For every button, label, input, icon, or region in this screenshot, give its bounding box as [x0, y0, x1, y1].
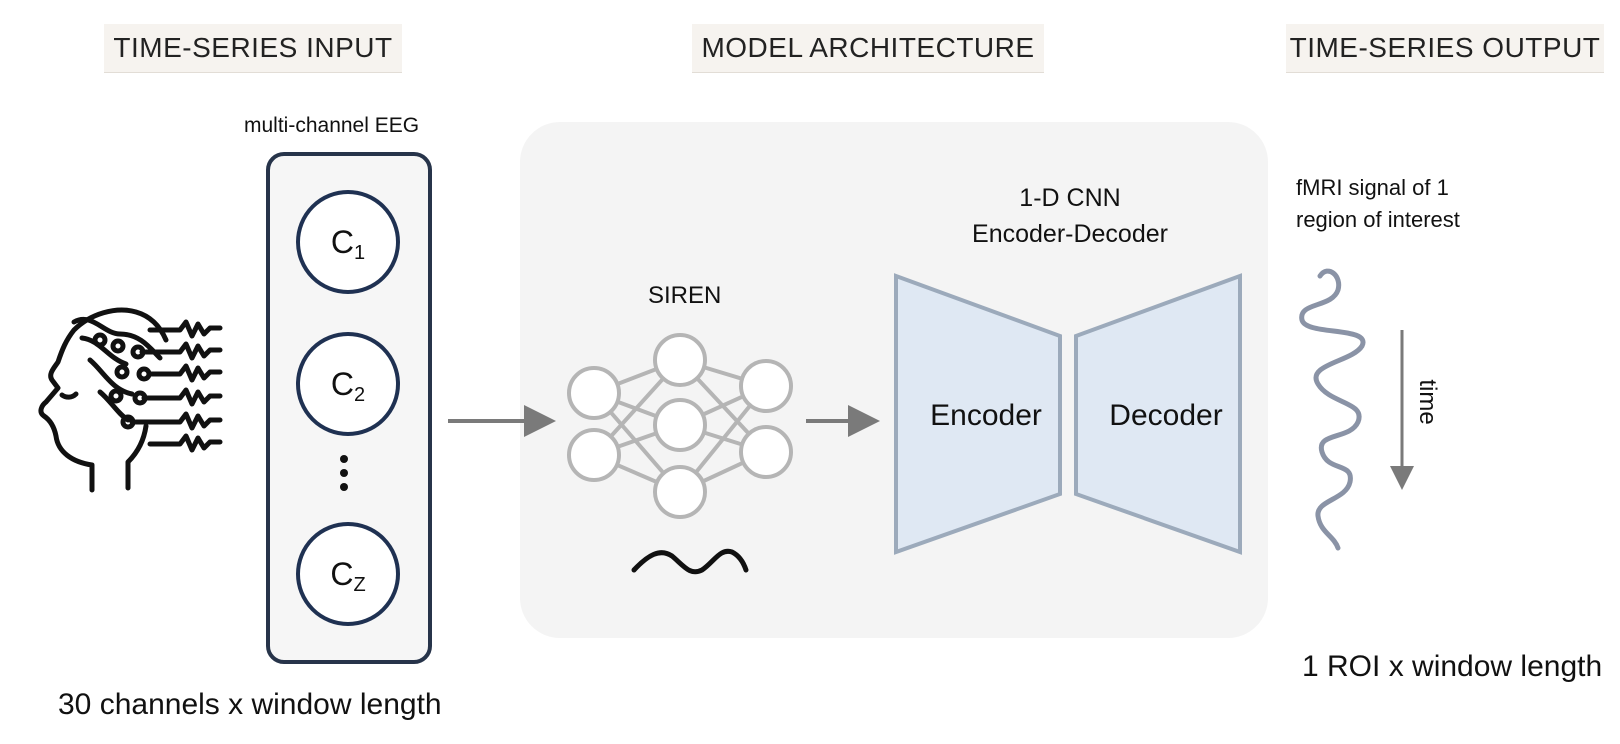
- time-label: time: [1414, 379, 1441, 424]
- fmri-label: fMRI signal of 1 region of interest: [1296, 172, 1460, 236]
- header-model-architecture: MODEL ARCHITECTURE: [692, 24, 1044, 73]
- channel-cz: CZ: [296, 522, 400, 626]
- siren-label: SIREN: [648, 282, 722, 309]
- decoder-block: [1074, 273, 1242, 555]
- header-time-series-input: TIME-SERIES INPUT: [104, 24, 402, 73]
- channel-base: C: [330, 366, 354, 402]
- cnn-label-line2: Encoder-Decoder: [972, 220, 1168, 248]
- channel-sub: Z: [353, 574, 366, 596]
- fmri-label-line1: fMRI signal of 1: [1296, 175, 1449, 200]
- fmri-label-line2: region of interest: [1296, 207, 1460, 232]
- sine-wave-icon: [631, 548, 749, 575]
- header-time-series-output: TIME-SERIES OUTPUT: [1286, 24, 1604, 73]
- fmri-signal-trace: [1299, 268, 1366, 551]
- channel-base: C: [330, 556, 354, 592]
- cnn-label: 1-D CNN Encoder-Decoder: [950, 180, 1190, 252]
- encoder-label: Encoder: [930, 399, 1042, 432]
- channel-base: C: [330, 224, 354, 260]
- channel-sub: 1: [353, 242, 366, 264]
- output-shape-label: 1 ROI x window length: [1302, 650, 1603, 683]
- channel-c2: C2: [296, 332, 400, 436]
- siren-network: [567, 333, 793, 519]
- input-shape-label: 30 channels x window length: [58, 688, 442, 721]
- ellipsis-dots: [340, 455, 348, 497]
- encoder-block: [894, 273, 1062, 555]
- channel-sub: 2: [353, 384, 366, 406]
- decoder-label: Decoder: [1109, 399, 1222, 432]
- channel-c1: C1: [296, 190, 400, 294]
- head-eeg-icon: [38, 307, 223, 493]
- eeg-label: multi-channel EEG: [244, 114, 420, 137]
- cnn-label-line1: 1-D CNN: [1019, 184, 1121, 212]
